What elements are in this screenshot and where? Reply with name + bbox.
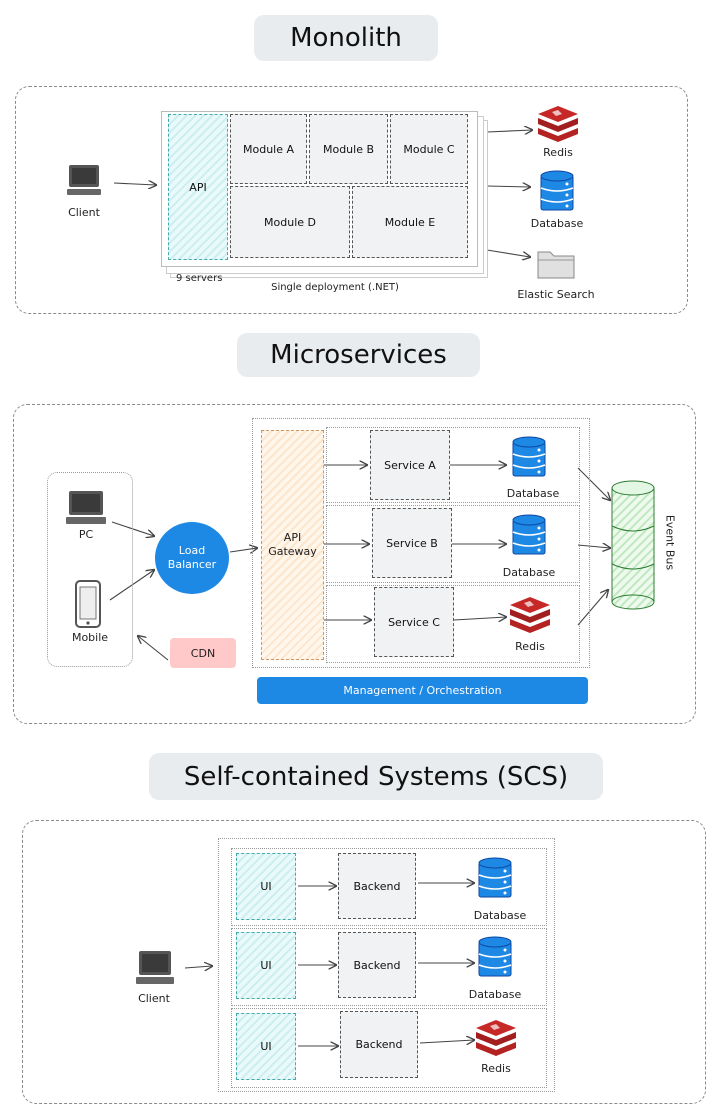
- load-balancer-label: Load Balancer: [167, 544, 217, 571]
- module-e: Module E: [352, 186, 468, 258]
- scs-ui-2-label: UI: [260, 959, 272, 972]
- load-balancer: Load Balancer: [155, 522, 229, 594]
- mobile-label: Mobile: [71, 631, 109, 644]
- module-b: Module B: [309, 114, 388, 184]
- module-b-label: Module B: [322, 142, 375, 156]
- redis-icon: [536, 104, 580, 148]
- arrow-cdn-mobile: [138, 636, 169, 661]
- scs-client-label: Client: [138, 992, 170, 1005]
- redis-label: Redis: [543, 146, 573, 159]
- scs-backend-3: Backend: [340, 1011, 418, 1078]
- database-label-a: Database: [506, 487, 560, 500]
- client-computer-icon: [135, 950, 175, 990]
- arrow-to-elastic: [486, 249, 530, 257]
- monolith-api-label: API: [189, 180, 207, 194]
- scs-backend-1-label: Backend: [353, 879, 401, 893]
- service-a: Service A: [370, 430, 450, 500]
- service-row-c: [326, 585, 580, 663]
- scs-title: Self-contained Systems (SCS): [149, 753, 603, 800]
- scs-store-3-label: Redis: [481, 1062, 511, 1075]
- scs-row-2: [231, 928, 547, 1006]
- scs-backend-2-label: Backend: [353, 958, 401, 972]
- scs-backend-3-label: Backend: [355, 1038, 403, 1051]
- arrow-pc-lb: [111, 521, 154, 536]
- deployment-note: Single deployment (.NET): [271, 282, 399, 293]
- api-gateway-label: API Gateway: [268, 531, 317, 558]
- scs-ui-3: UI: [236, 1013, 296, 1080]
- scs-cluster: [218, 838, 555, 1092]
- module-d: Module D: [230, 186, 350, 258]
- monolith-title-text: Monolith: [290, 23, 402, 53]
- service-row-a: [326, 427, 580, 503]
- elastic-search-label: Elastic Search: [517, 288, 595, 301]
- arrow-client-scs: [184, 966, 212, 968]
- database-label: Database: [530, 217, 584, 230]
- event-bus-cylinder: [610, 480, 656, 614]
- monolith-panel: [15, 86, 688, 314]
- management-bar: Management / Orchestration: [257, 677, 588, 704]
- database-icon: [539, 170, 575, 218]
- database-icon: [511, 436, 547, 484]
- api-gateway: API Gateway: [261, 430, 324, 660]
- database-icon: [511, 514, 547, 562]
- arrow-backend-redis-3: [419, 1040, 474, 1043]
- client-computer-icon: [66, 164, 102, 202]
- arrow-svc-c-redis: [453, 617, 506, 620]
- module-c-label: Module C: [403, 142, 455, 156]
- service-c-label: Service C: [388, 615, 440, 629]
- service-c: Service C: [374, 587, 454, 657]
- scs-panel: [22, 820, 706, 1104]
- microservices-panel: [13, 404, 696, 724]
- scs-ui-1-label: UI: [260, 880, 272, 893]
- scs-store-2-label: Database: [468, 988, 522, 1001]
- service-b-label: Service B: [386, 536, 438, 550]
- scs-backend-2: Backend: [338, 932, 416, 998]
- module-e-label: Module E: [384, 215, 436, 229]
- scs-store-1-label: Database: [473, 909, 527, 922]
- service-row-b: [326, 505, 580, 583]
- module-a-label: Module A: [242, 142, 295, 156]
- pc-label: PC: [78, 528, 94, 541]
- folder-icon: [536, 246, 576, 284]
- scs-backend-1: Backend: [338, 853, 416, 919]
- redis-icon: [474, 1018, 518, 1062]
- redis-icon: [508, 595, 552, 639]
- scs-ui-3-label: UI: [260, 1040, 272, 1053]
- arrow-to-redis: [486, 130, 532, 132]
- service-a-label: Service A: [384, 458, 436, 472]
- monolith-api: API: [168, 114, 228, 260]
- module-c: Module C: [390, 114, 468, 184]
- scs-ui-2: UI: [236, 932, 296, 999]
- microservices-title: Microservices: [237, 333, 480, 377]
- arrow-client-api: [113, 183, 156, 185]
- arrow-row-c-bus: [577, 590, 608, 626]
- servers-note: 9 servers: [176, 273, 223, 284]
- clients-group: [47, 472, 133, 667]
- database-label-b: Database: [502, 566, 556, 579]
- database-icon: [477, 857, 513, 905]
- management-label: Management / Orchestration: [343, 684, 502, 697]
- redis-label-c: Redis: [515, 640, 545, 653]
- scs-title-text: Self-contained Systems (SCS): [183, 761, 569, 792]
- microservices-title-text: Microservices: [270, 340, 447, 370]
- arrow-to-database: [486, 186, 530, 187]
- module-a: Module A: [230, 114, 307, 184]
- monolith-title: Monolith: [254, 15, 438, 61]
- scs-ui-1: UI: [236, 853, 296, 920]
- cdn-label: CDN: [190, 646, 216, 660]
- module-d-label: Module D: [264, 215, 316, 229]
- mobile-phone-icon: [74, 580, 102, 632]
- database-icon: [477, 936, 513, 984]
- service-b: Service B: [372, 508, 452, 578]
- pc-computer-icon: [65, 490, 107, 530]
- scs-row-1: [231, 848, 547, 926]
- event-bus-label: Event Bus: [663, 514, 677, 571]
- cdn-box: CDN: [170, 638, 236, 668]
- scs-row-3: [231, 1008, 547, 1088]
- arrow-row-a-bus: [577, 467, 610, 500]
- services-cluster: [252, 418, 590, 668]
- arrow-row-b-bus: [577, 545, 610, 548]
- client-label: Client: [68, 206, 100, 219]
